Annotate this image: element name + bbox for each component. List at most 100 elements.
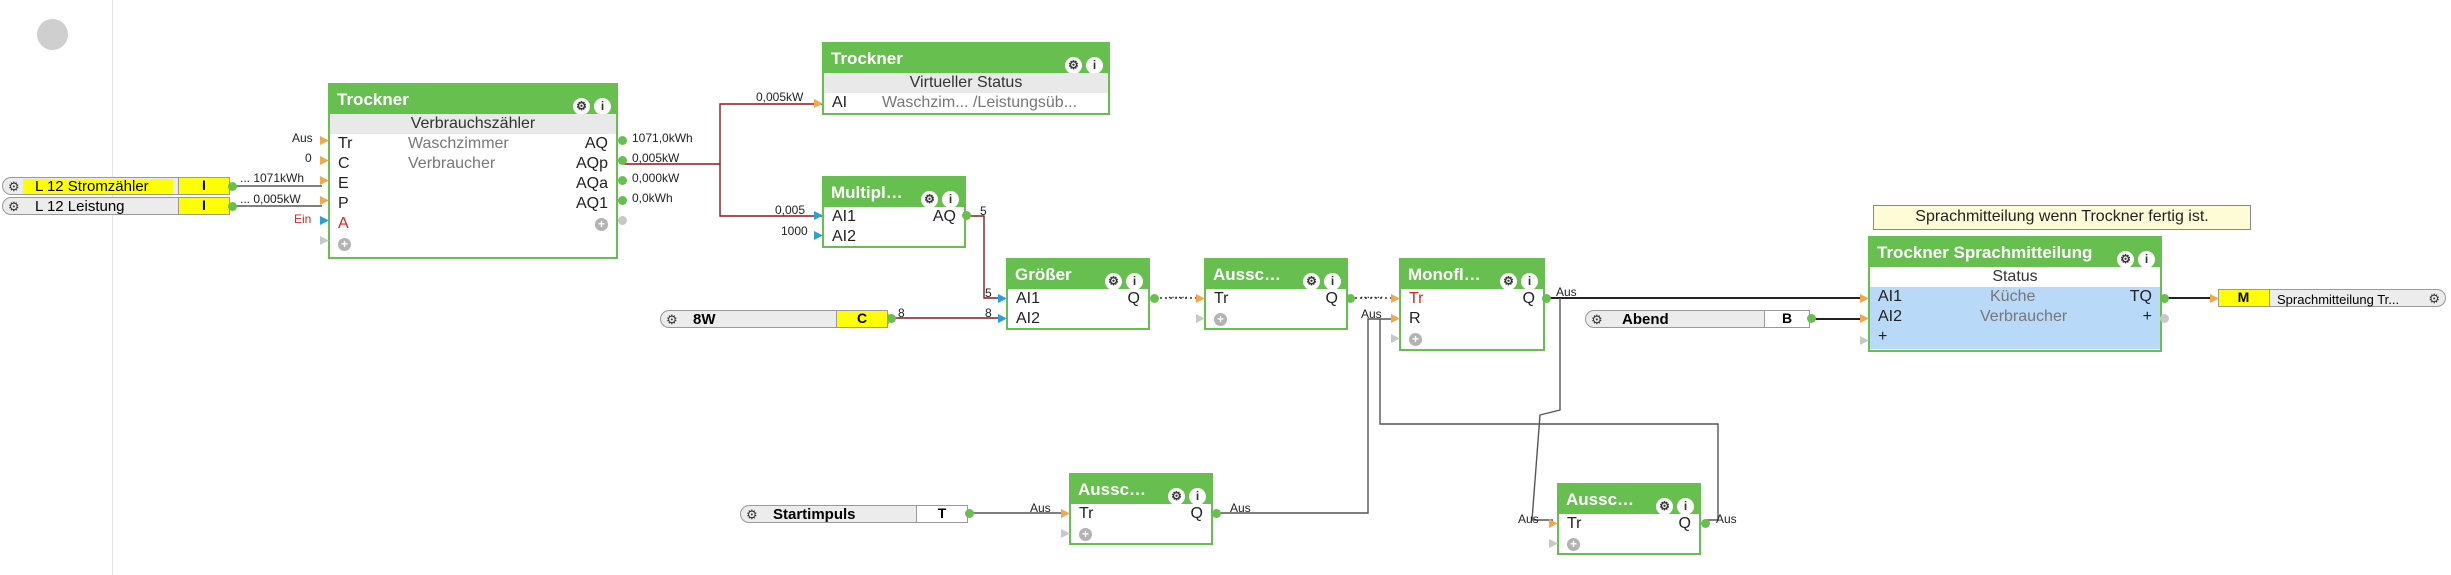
gear-icon[interactable]: ⚙ [1168, 488, 1185, 504]
input-pin[interactable] [1860, 336, 1869, 345]
gear-icon[interactable]: ⚙ [921, 191, 938, 207]
input-pin[interactable] [1196, 294, 1205, 303]
gear-icon[interactable]: ⚙ [8, 199, 20, 214]
input-pin[interactable] [320, 196, 329, 205]
gear-icon[interactable]: ⚙ [8, 179, 20, 194]
output-pin[interactable] [228, 182, 237, 191]
input-pin[interactable] [320, 216, 329, 225]
gear-icon[interactable]: ⚙ [1591, 312, 1603, 327]
info-icon[interactable]: i [2138, 251, 2155, 267]
output-pin[interactable] [618, 156, 627, 165]
gear-icon[interactable]: ⚙ [1065, 57, 1082, 73]
info-icon[interactable]: i [942, 191, 959, 207]
output-pin[interactable] [887, 314, 896, 323]
output-pin[interactable] [228, 202, 237, 211]
output-pin[interactable] [1542, 294, 1551, 303]
output-pin[interactable] [962, 211, 971, 220]
info-icon[interactable]: i [1521, 273, 1538, 289]
input-8w[interactable]: ⚙ 8W C [660, 309, 890, 328]
info-icon[interactable]: i [594, 98, 611, 114]
input-pin[interactable] [1549, 519, 1558, 528]
output-pin[interactable] [618, 196, 627, 205]
input-pin[interactable] [998, 294, 1007, 303]
add-input-icon[interactable]: + [1409, 333, 1422, 346]
gear-icon[interactable]: ⚙ [2117, 251, 2134, 267]
info-icon[interactable]: i [1126, 273, 1143, 289]
add-input-icon[interactable]: + [1214, 313, 1227, 326]
output-pin[interactable] [618, 136, 627, 145]
info-icon[interactable]: i [1324, 273, 1341, 289]
output-pin[interactable] [2160, 314, 2169, 323]
block-header[interactable]: Aussch... ⚙i [1559, 485, 1699, 514]
input-pin[interactable] [1391, 314, 1400, 323]
input-leistung[interactable]: ⚙ L 12 Leistung I [2, 196, 230, 215]
input-abend[interactable]: ⚙ Abend B [1585, 309, 1810, 328]
output-pin[interactable] [1807, 314, 1816, 323]
input-pin[interactable] [320, 236, 329, 245]
gear-icon[interactable]: ⚙ [666, 312, 678, 327]
output-sprachmitteilung[interactable]: M Sprachmitteilung Tr... ⚙ [2217, 288, 2446, 307]
block-header[interactable]: Trockner ⚙i [824, 44, 1108, 73]
input-startimpuls[interactable]: ⚙ Startimpuls T [740, 504, 968, 523]
input-pin[interactable] [2210, 294, 2219, 303]
output-pin[interactable] [965, 509, 974, 518]
output-pin[interactable] [618, 216, 627, 225]
output-pin[interactable] [1212, 509, 1221, 518]
gear-icon[interactable]: ⚙ [1303, 273, 1320, 289]
input-pin[interactable] [1391, 294, 1400, 303]
comment-note[interactable]: Sprachmitteilung wenn Trockner fertig is… [1873, 205, 2251, 230]
input-pin[interactable] [1061, 509, 1070, 518]
gear-icon[interactable]: ⚙ [1656, 498, 1673, 514]
gear-icon[interactable]: ⚙ [746, 507, 758, 522]
info-icon[interactable]: i [1677, 498, 1694, 514]
gear-icon[interactable]: ⚙ [2428, 291, 2440, 306]
block-header[interactable]: Größer ⚙i [1008, 260, 1148, 289]
info-icon[interactable]: i [1086, 57, 1103, 73]
block-header[interactable]: Trockner ⚙i [330, 85, 616, 114]
block-header[interactable]: Monoflop ⚙i [1401, 260, 1543, 289]
add-input-icon[interactable]: + [1567, 538, 1580, 551]
input-pin[interactable] [814, 211, 823, 220]
input-pin[interactable] [814, 231, 823, 240]
input-pin[interactable] [320, 136, 329, 145]
add-input-icon[interactable]: + [1878, 328, 1888, 345]
input-pin[interactable] [1061, 529, 1070, 538]
block-header[interactable]: Aussch... ⚙i [1071, 475, 1211, 504]
add-output-icon[interactable]: + [595, 218, 608, 231]
output-pin[interactable] [618, 176, 627, 185]
input-pin[interactable] [320, 176, 329, 185]
info-icon[interactable]: i [1189, 488, 1206, 504]
output-pin[interactable] [2160, 294, 2169, 303]
input-pin[interactable] [1196, 314, 1205, 323]
gear-icon[interactable]: ⚙ [1105, 273, 1122, 289]
block-header[interactable]: Multipli... ⚙i [824, 178, 964, 207]
add-output-icon[interactable]: + [2142, 308, 2152, 325]
input-pin[interactable] [998, 314, 1007, 323]
input-pin[interactable] [1391, 334, 1400, 343]
input-pin[interactable] [1860, 294, 1869, 303]
input-pin[interactable] [320, 156, 329, 165]
input-stromzaehler[interactable]: ⚙ L 12 Stromzähler I [2, 176, 230, 195]
gear-icon[interactable]: ⚙ [573, 98, 590, 114]
output-pin[interactable] [1346, 294, 1355, 303]
output-pin[interactable] [1150, 294, 1159, 303]
input-pin[interactable] [1860, 314, 1869, 323]
input-pin[interactable] [814, 99, 823, 108]
input-pin[interactable] [1549, 539, 1558, 548]
gear-icon[interactable]: ⚙ [1500, 273, 1517, 289]
block-header[interactable]: Aussch... ⚙i [1206, 260, 1346, 289]
add-input-icon[interactable]: + [338, 238, 351, 251]
sidebar-toggle-button[interactable] [37, 19, 68, 50]
add-input-icon[interactable]: + [1079, 528, 1092, 541]
block-header[interactable]: Trockner Sprachmitteilung ⚙i [1870, 238, 2160, 267]
output-pin[interactable] [1701, 519, 1710, 528]
